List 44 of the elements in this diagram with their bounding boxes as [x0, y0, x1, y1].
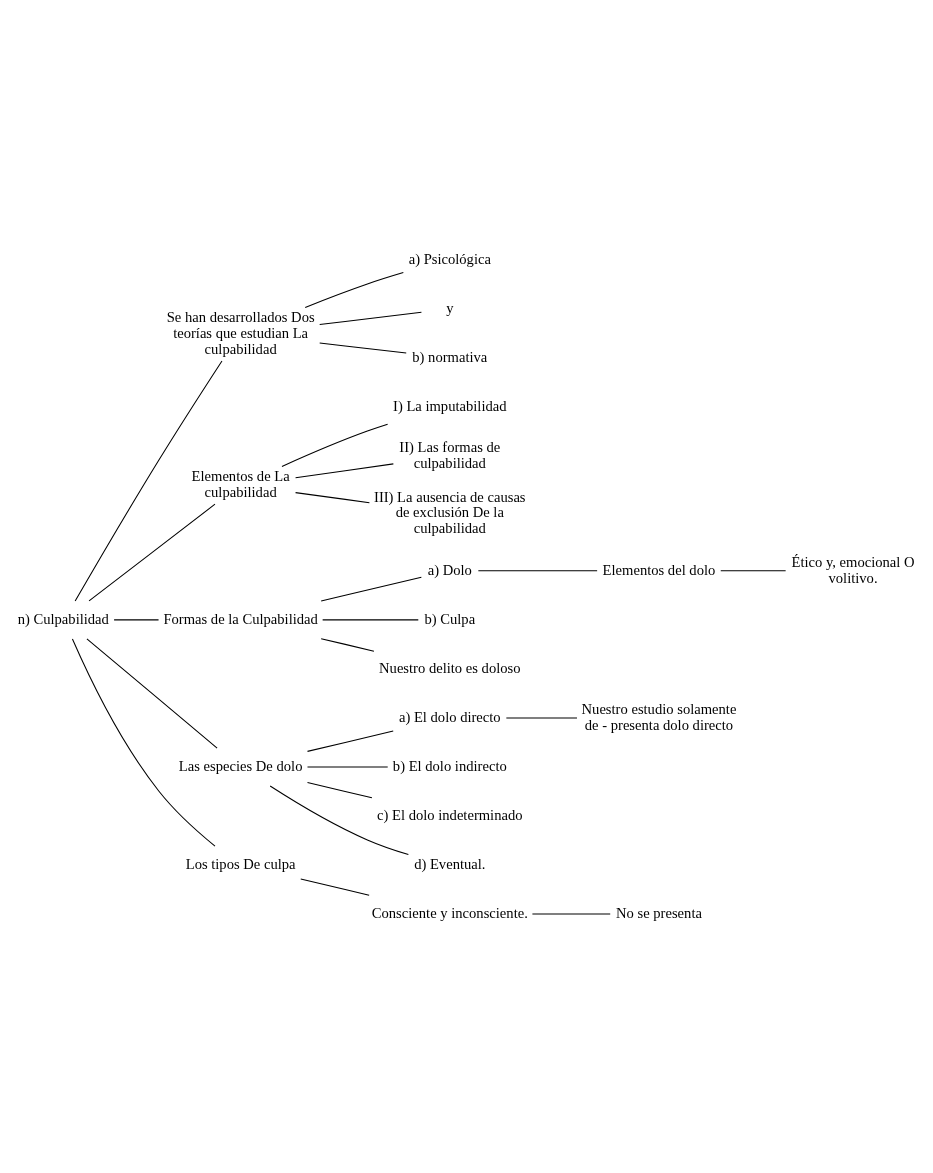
connector [322, 618, 419, 620]
connector [306, 781, 373, 798]
node-text: a) Dolo [427, 561, 472, 578]
node-text: a) Psicológica [408, 250, 491, 267]
node-text: II) Las formas de culpabilidad [399, 438, 501, 471]
connector [74, 359, 223, 602]
connector [281, 423, 389, 467]
node-text: Formas de la Culpabilidad [163, 610, 318, 627]
connector [295, 462, 394, 478]
connector [304, 271, 404, 308]
node-text: Elementos de La culpabilidad [191, 467, 290, 500]
node-text: No se presenta [616, 904, 702, 921]
node-text: Nuestro estudio solamente de - presenta dolo directo [581, 700, 737, 733]
connector [88, 503, 216, 601]
connector [320, 637, 375, 652]
connector [319, 311, 422, 325]
node-text: y [446, 299, 454, 316]
node-text: III) La ausencia de causas de exclusión De la culpabilidad [374, 488, 526, 536]
node-text: c) El dolo indeterminado [377, 806, 523, 823]
node-text: b) normativa [412, 348, 488, 365]
connector [269, 785, 409, 855]
connector [720, 569, 787, 571]
connector [113, 618, 160, 620]
connector [295, 491, 370, 503]
node-text: Nuestro delito es doloso [379, 659, 521, 676]
node-text: a) El dolo directo [398, 708, 501, 725]
connector [71, 638, 216, 847]
connector [300, 878, 370, 896]
connector [320, 576, 422, 602]
node-text: b) Culpa [424, 610, 476, 627]
connector [86, 637, 218, 749]
node-text: Ético y, emocional O volitivo. [791, 553, 915, 586]
node-text: Se han desarrollados Dos teorías que estudian La culpabilidad [166, 308, 315, 357]
node-text: Elementos del dolo [602, 561, 716, 578]
node-text: Consciente y inconsciente. [371, 904, 528, 921]
node-text: b) El dolo indirecto [392, 757, 507, 774]
node-text: Las especies De dolo [178, 757, 303, 774]
connector [306, 730, 394, 752]
connector [477, 569, 598, 571]
node-text: n) Culpabilidad [17, 610, 109, 627]
connector [319, 342, 407, 354]
node-text: I) La imputabilidad [393, 397, 507, 414]
node-text: d) Eventual. [414, 855, 486, 872]
node-text: Los tipos De culpa [185, 855, 296, 872]
